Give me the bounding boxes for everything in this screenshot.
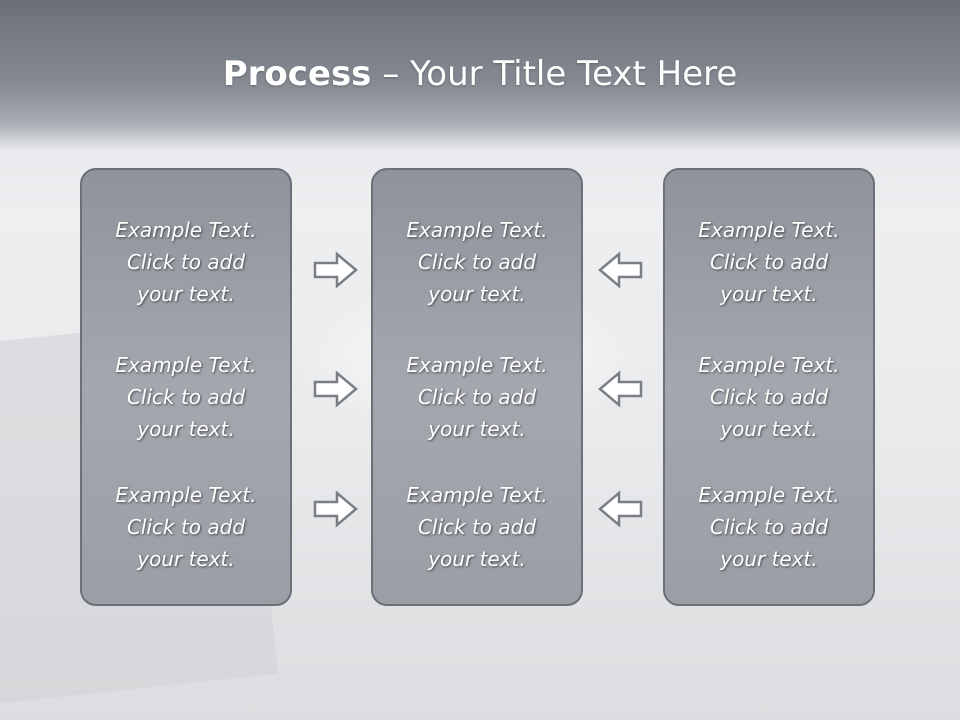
left-text-1[interactable]: Example Text. Click to add your text. [115, 218, 257, 306]
left-text-2[interactable]: Example Text. Click to add your text. [115, 353, 257, 441]
arrow-right-icon [313, 251, 358, 289]
arrow-left-icon [598, 490, 643, 528]
arrow-right-icon [313, 370, 358, 408]
title-rest: – Your Title Text Here [371, 54, 738, 94]
middle-panel[interactable]: Example Text. Click to add your text. Ex… [371, 168, 583, 606]
right-panel[interactable]: Example Text. Click to add your text. Ex… [663, 168, 875, 606]
middle-text-2[interactable]: Example Text. Click to add your text. [406, 353, 548, 441]
arrow-left-icon [598, 370, 643, 408]
title-bar [0, 0, 960, 150]
left-panel[interactable]: Example Text. Click to add your text. Ex… [80, 168, 292, 606]
arrow-right-icon [313, 490, 358, 528]
left-text-3[interactable]: Example Text. Click to add your text. [115, 483, 257, 571]
slide-title[interactable]: Process – Your Title Text Here [0, 52, 960, 96]
arrow-left-icon [598, 251, 643, 289]
right-text-2[interactable]: Example Text. Click to add your text. [698, 353, 840, 441]
title-bold: Process [222, 54, 372, 94]
middle-text-3[interactable]: Example Text. Click to add your text. [406, 483, 548, 571]
right-text-3[interactable]: Example Text. Click to add your text. [698, 483, 840, 571]
right-text-1[interactable]: Example Text. Click to add your text. [698, 218, 840, 306]
middle-text-1[interactable]: Example Text. Click to add your text. [406, 218, 548, 306]
